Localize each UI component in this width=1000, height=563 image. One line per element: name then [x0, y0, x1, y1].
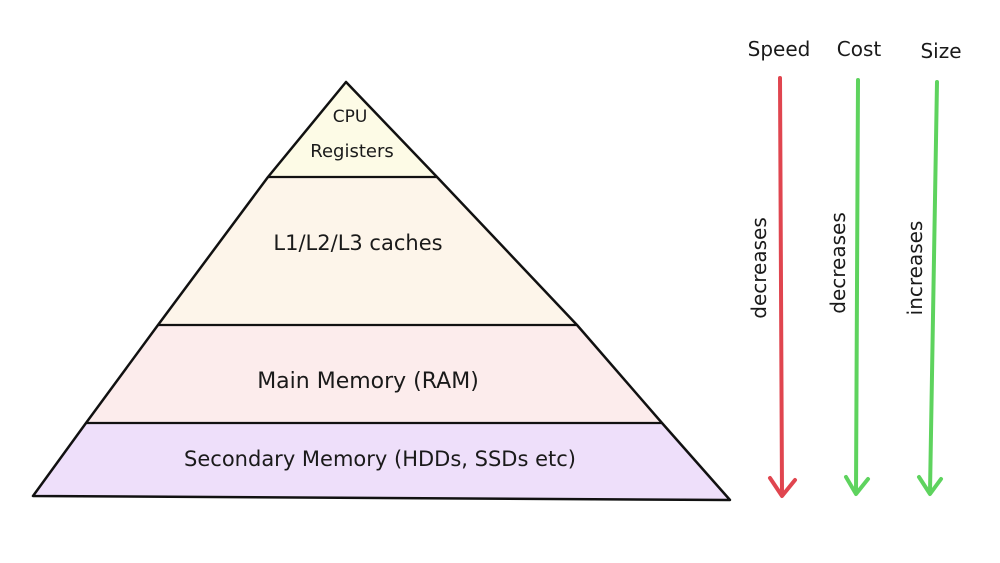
- arrow-shaft-cost: [854, 78, 860, 494]
- trend-cost: Cost decreases: [826, 37, 882, 496]
- trend-title-size: Size: [920, 39, 961, 63]
- trend-direction-size: increases: [903, 221, 927, 316]
- pyramid-level-caches: [158, 177, 577, 325]
- trend-speed: Speed decreases: [747, 37, 811, 498]
- trend-title-speed: Speed: [748, 37, 811, 61]
- level-label-registers-line1: CPU: [333, 107, 368, 127]
- trend-size: Size increases: [903, 39, 962, 496]
- arrow-head-size: [917, 475, 943, 496]
- trend-direction-speed: decreases: [747, 217, 771, 318]
- level-label-registers-line2: Registers: [310, 141, 394, 162]
- level-label-secondary-memory: Secondary Memory (HDDs, SSDs etc): [184, 447, 576, 471]
- level-label-main-memory: Main Memory (RAM): [257, 369, 479, 394]
- pyramid-level-registers: [268, 82, 437, 177]
- pyramid-level-main-memory: [86, 325, 662, 423]
- trend-direction-cost: decreases: [826, 212, 850, 313]
- arrow-head-speed: [768, 476, 797, 498]
- pyramid-outline: [31, 80, 732, 502]
- arrow-shaft-size: [928, 80, 939, 494]
- trend-title-cost: Cost: [837, 37, 882, 61]
- level-label-caches: L1/L2/L3 caches: [273, 231, 442, 255]
- arrow-head-cost: [844, 475, 870, 496]
- pyramid-level-secondary-memory: [33, 423, 730, 500]
- arrow-shaft-speed: [778, 76, 784, 496]
